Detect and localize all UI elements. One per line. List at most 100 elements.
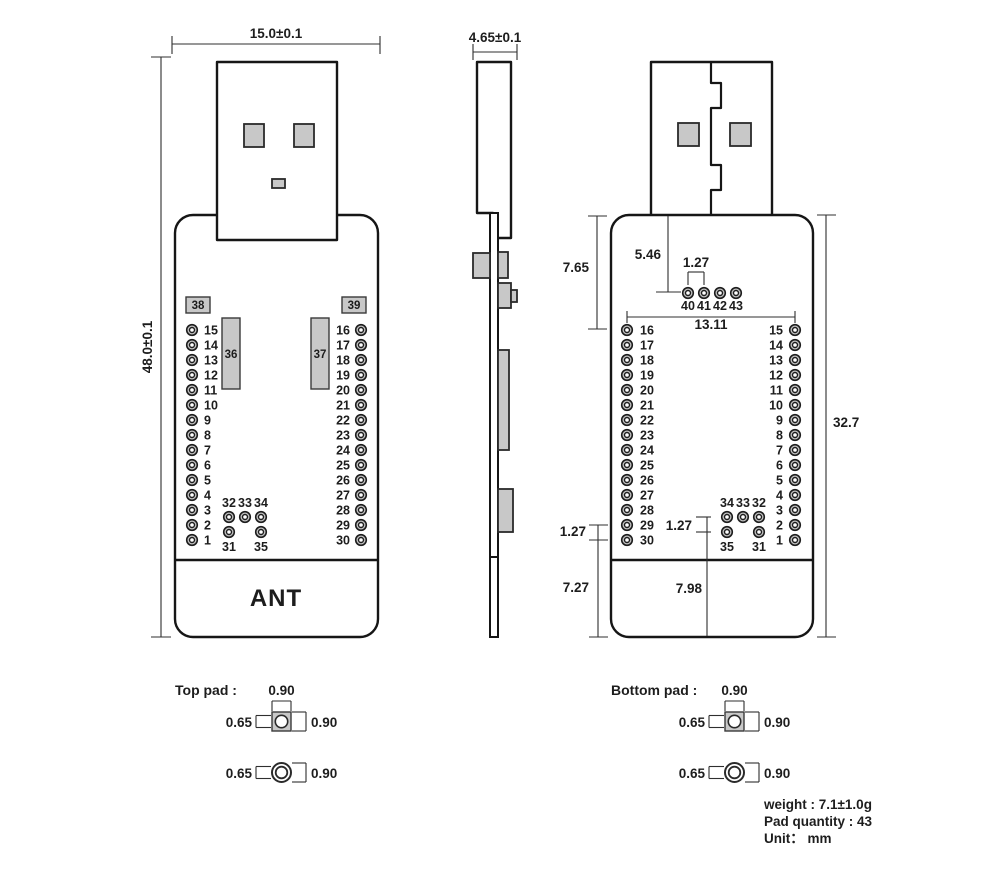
pad-38-label: 38	[192, 300, 205, 312]
round-pad-diameter-label: 0.90	[311, 766, 337, 781]
unit-note: Unit： mm	[764, 831, 832, 846]
pin-number: 13	[769, 354, 783, 368]
pin-number: 2	[204, 519, 211, 533]
round-pad-diameter-dim: 0.90	[745, 762, 790, 783]
usb-contact-right	[293, 123, 315, 148]
pad-38-tag: 38	[185, 296, 211, 314]
pin-number: 35	[254, 540, 268, 554]
pin-pad	[788, 443, 802, 457]
pin-number: 19	[336, 369, 350, 383]
pad-quantity-note: Pad quantity : 43	[764, 814, 873, 829]
pin-number: 22	[336, 414, 350, 428]
pin-pad	[354, 338, 368, 352]
pin-number: 16	[336, 324, 350, 338]
pin-number: 33	[238, 496, 252, 510]
square-pad-width-label: 0.90	[721, 683, 747, 698]
weight-note: weight : 7.1±1.0g	[763, 797, 872, 812]
side-component	[472, 252, 491, 279]
side-component	[497, 282, 512, 309]
dim-1-27-inner-label: 1.27	[666, 518, 692, 533]
pad-36: 36	[221, 317, 241, 390]
pin-pad	[238, 510, 252, 524]
pin-number: 21	[640, 399, 654, 413]
front-view: 15.0±0.1 48.0±0.1 38 39 36	[140, 26, 381, 639]
pin-number: 11	[204, 384, 217, 398]
pin-number: 41	[697, 299, 711, 313]
pin-pad	[620, 383, 634, 397]
pin-pad	[713, 286, 727, 300]
pin-pad	[620, 428, 634, 442]
pin-number: 3	[776, 504, 783, 518]
pin-pad	[788, 353, 802, 367]
pin-pad	[354, 323, 368, 337]
side-component	[497, 251, 509, 279]
pin-pad	[354, 533, 368, 547]
square-pad-width-dim: 0.90	[721, 683, 748, 711]
pin-pad	[697, 286, 711, 300]
pin-number: 17	[640, 339, 654, 353]
pin-pad	[354, 383, 368, 397]
pin-number: 11	[770, 384, 783, 398]
square-pad-hole	[727, 714, 742, 729]
pin-pad	[185, 353, 199, 367]
round-pad-diameter-label: 0.90	[764, 766, 790, 781]
back-body-outline	[609, 213, 815, 639]
pin-pad	[185, 533, 199, 547]
pad-36-label: 36	[225, 349, 238, 361]
pin-number: 25	[640, 459, 654, 473]
pin-pad	[254, 525, 268, 539]
pin-number: 4	[204, 489, 211, 503]
pin-number: 20	[640, 384, 654, 398]
usb-contact-right	[729, 122, 752, 147]
pin-pad	[620, 338, 634, 352]
pin-number: 14	[769, 339, 783, 353]
pin-pad	[354, 443, 368, 457]
dim-1-27-top-label: 1.27	[683, 255, 709, 270]
pin-pad	[788, 473, 802, 487]
pin-pad	[185, 398, 199, 412]
pin-number: 43	[729, 299, 743, 313]
pin-pad	[620, 488, 634, 502]
round-pad-diameter-dim: 0.90	[292, 762, 337, 783]
pin-pad	[354, 458, 368, 472]
dim-13-11: 13.11	[626, 311, 796, 332]
pin-pad	[620, 353, 634, 367]
side-component	[497, 349, 510, 451]
square-pad-height-label: 0.90	[764, 715, 790, 730]
dim-7-98-label: 7.98	[676, 581, 703, 596]
pin-pad	[788, 413, 802, 427]
pin-pad	[788, 458, 802, 472]
pin-number: 9	[204, 414, 211, 428]
dim-1-27-left: 1.27	[560, 524, 608, 541]
pin-pad	[222, 510, 236, 524]
side-width-dimension: 4.65±0.1	[469, 30, 522, 60]
square-pad-height-label: 0.90	[311, 715, 337, 730]
round-pad-hole	[727, 765, 742, 780]
pin-number: 7	[776, 444, 783, 458]
pin-number: 35	[720, 540, 734, 554]
pin-pad	[736, 510, 750, 524]
pin-pad	[620, 518, 634, 532]
side-component	[510, 289, 518, 303]
pin-number: 12	[204, 369, 218, 383]
pin-pad	[185, 488, 199, 502]
pin-number: 10	[204, 399, 218, 413]
footer-notes: weight : 7.1±1.0g Pad quantity : 43 Unit…	[763, 797, 873, 846]
pin-number: 29	[640, 519, 654, 533]
back-usb-seam	[709, 62, 723, 214]
pin-pad	[720, 510, 734, 524]
pin-number: 27	[336, 489, 350, 503]
pin-number: 40	[681, 299, 695, 313]
pin-number: 9	[776, 414, 783, 428]
pad-39-tag: 39	[341, 296, 367, 314]
dim-32-7: 32.7	[817, 214, 859, 638]
pin-pad	[752, 510, 766, 524]
pin-number: 2	[776, 519, 783, 533]
pin-pad	[354, 488, 368, 502]
bottom-pad-detail: Bottom pad : 0.90 0.65 0.90 0.65	[611, 682, 790, 783]
side-component	[497, 488, 514, 533]
pin-pad	[185, 413, 199, 427]
pin-pad	[729, 286, 743, 300]
pin-number: 15	[769, 324, 783, 338]
